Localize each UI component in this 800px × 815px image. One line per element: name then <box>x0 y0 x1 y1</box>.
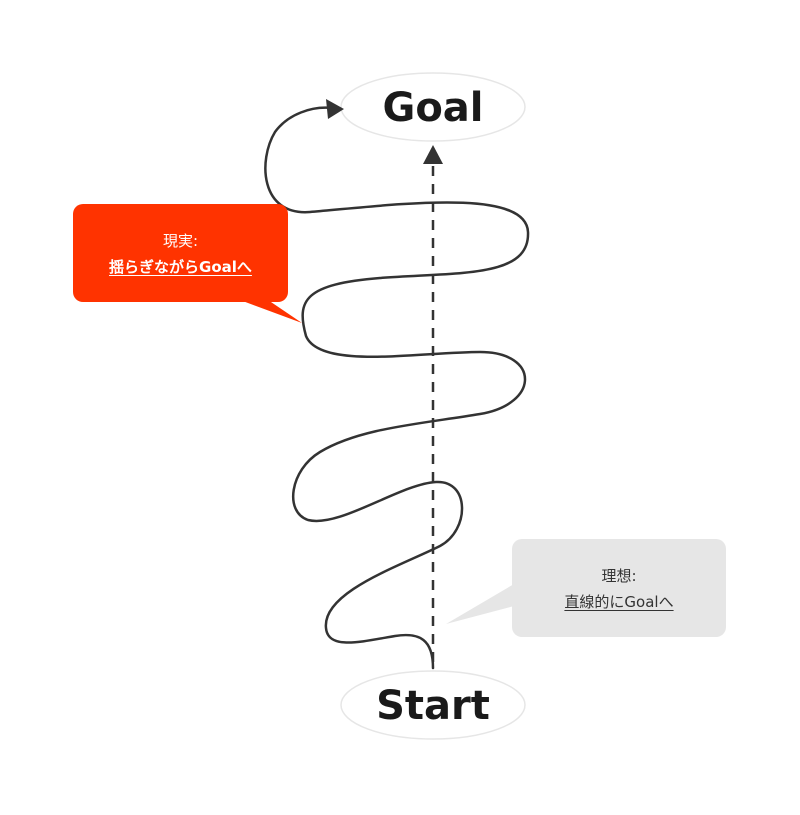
reality-wavy-arrow <box>264 106 530 670</box>
reality-arrowhead <box>326 99 344 119</box>
reality-callout-body: 揺らぎながらGoalへ <box>109 258 252 276</box>
ideal-arrowhead <box>423 145 443 164</box>
start-ellipse <box>340 670 526 740</box>
goal-node[interactable]: Goal <box>340 72 526 142</box>
ideal-callout-heading: 理想: <box>601 567 637 585</box>
goal-label: Goal <box>382 85 483 131</box>
start-node[interactable]: Start <box>340 670 526 740</box>
ideal-callout[interactable]: 理想: 直線的にGoalへ <box>512 539 726 637</box>
goal-ellipse <box>340 72 526 142</box>
start-label: Start <box>376 683 490 729</box>
reality-callout[interactable]: 現実: 揺らぎながらGoalへ <box>73 204 288 302</box>
ideal-callout-shape <box>446 539 726 637</box>
reality-callout-shape <box>73 204 302 323</box>
ideal-callout-body: 直線的にGoalへ <box>564 593 674 611</box>
reality-callout-heading: 現実: <box>162 232 199 250</box>
